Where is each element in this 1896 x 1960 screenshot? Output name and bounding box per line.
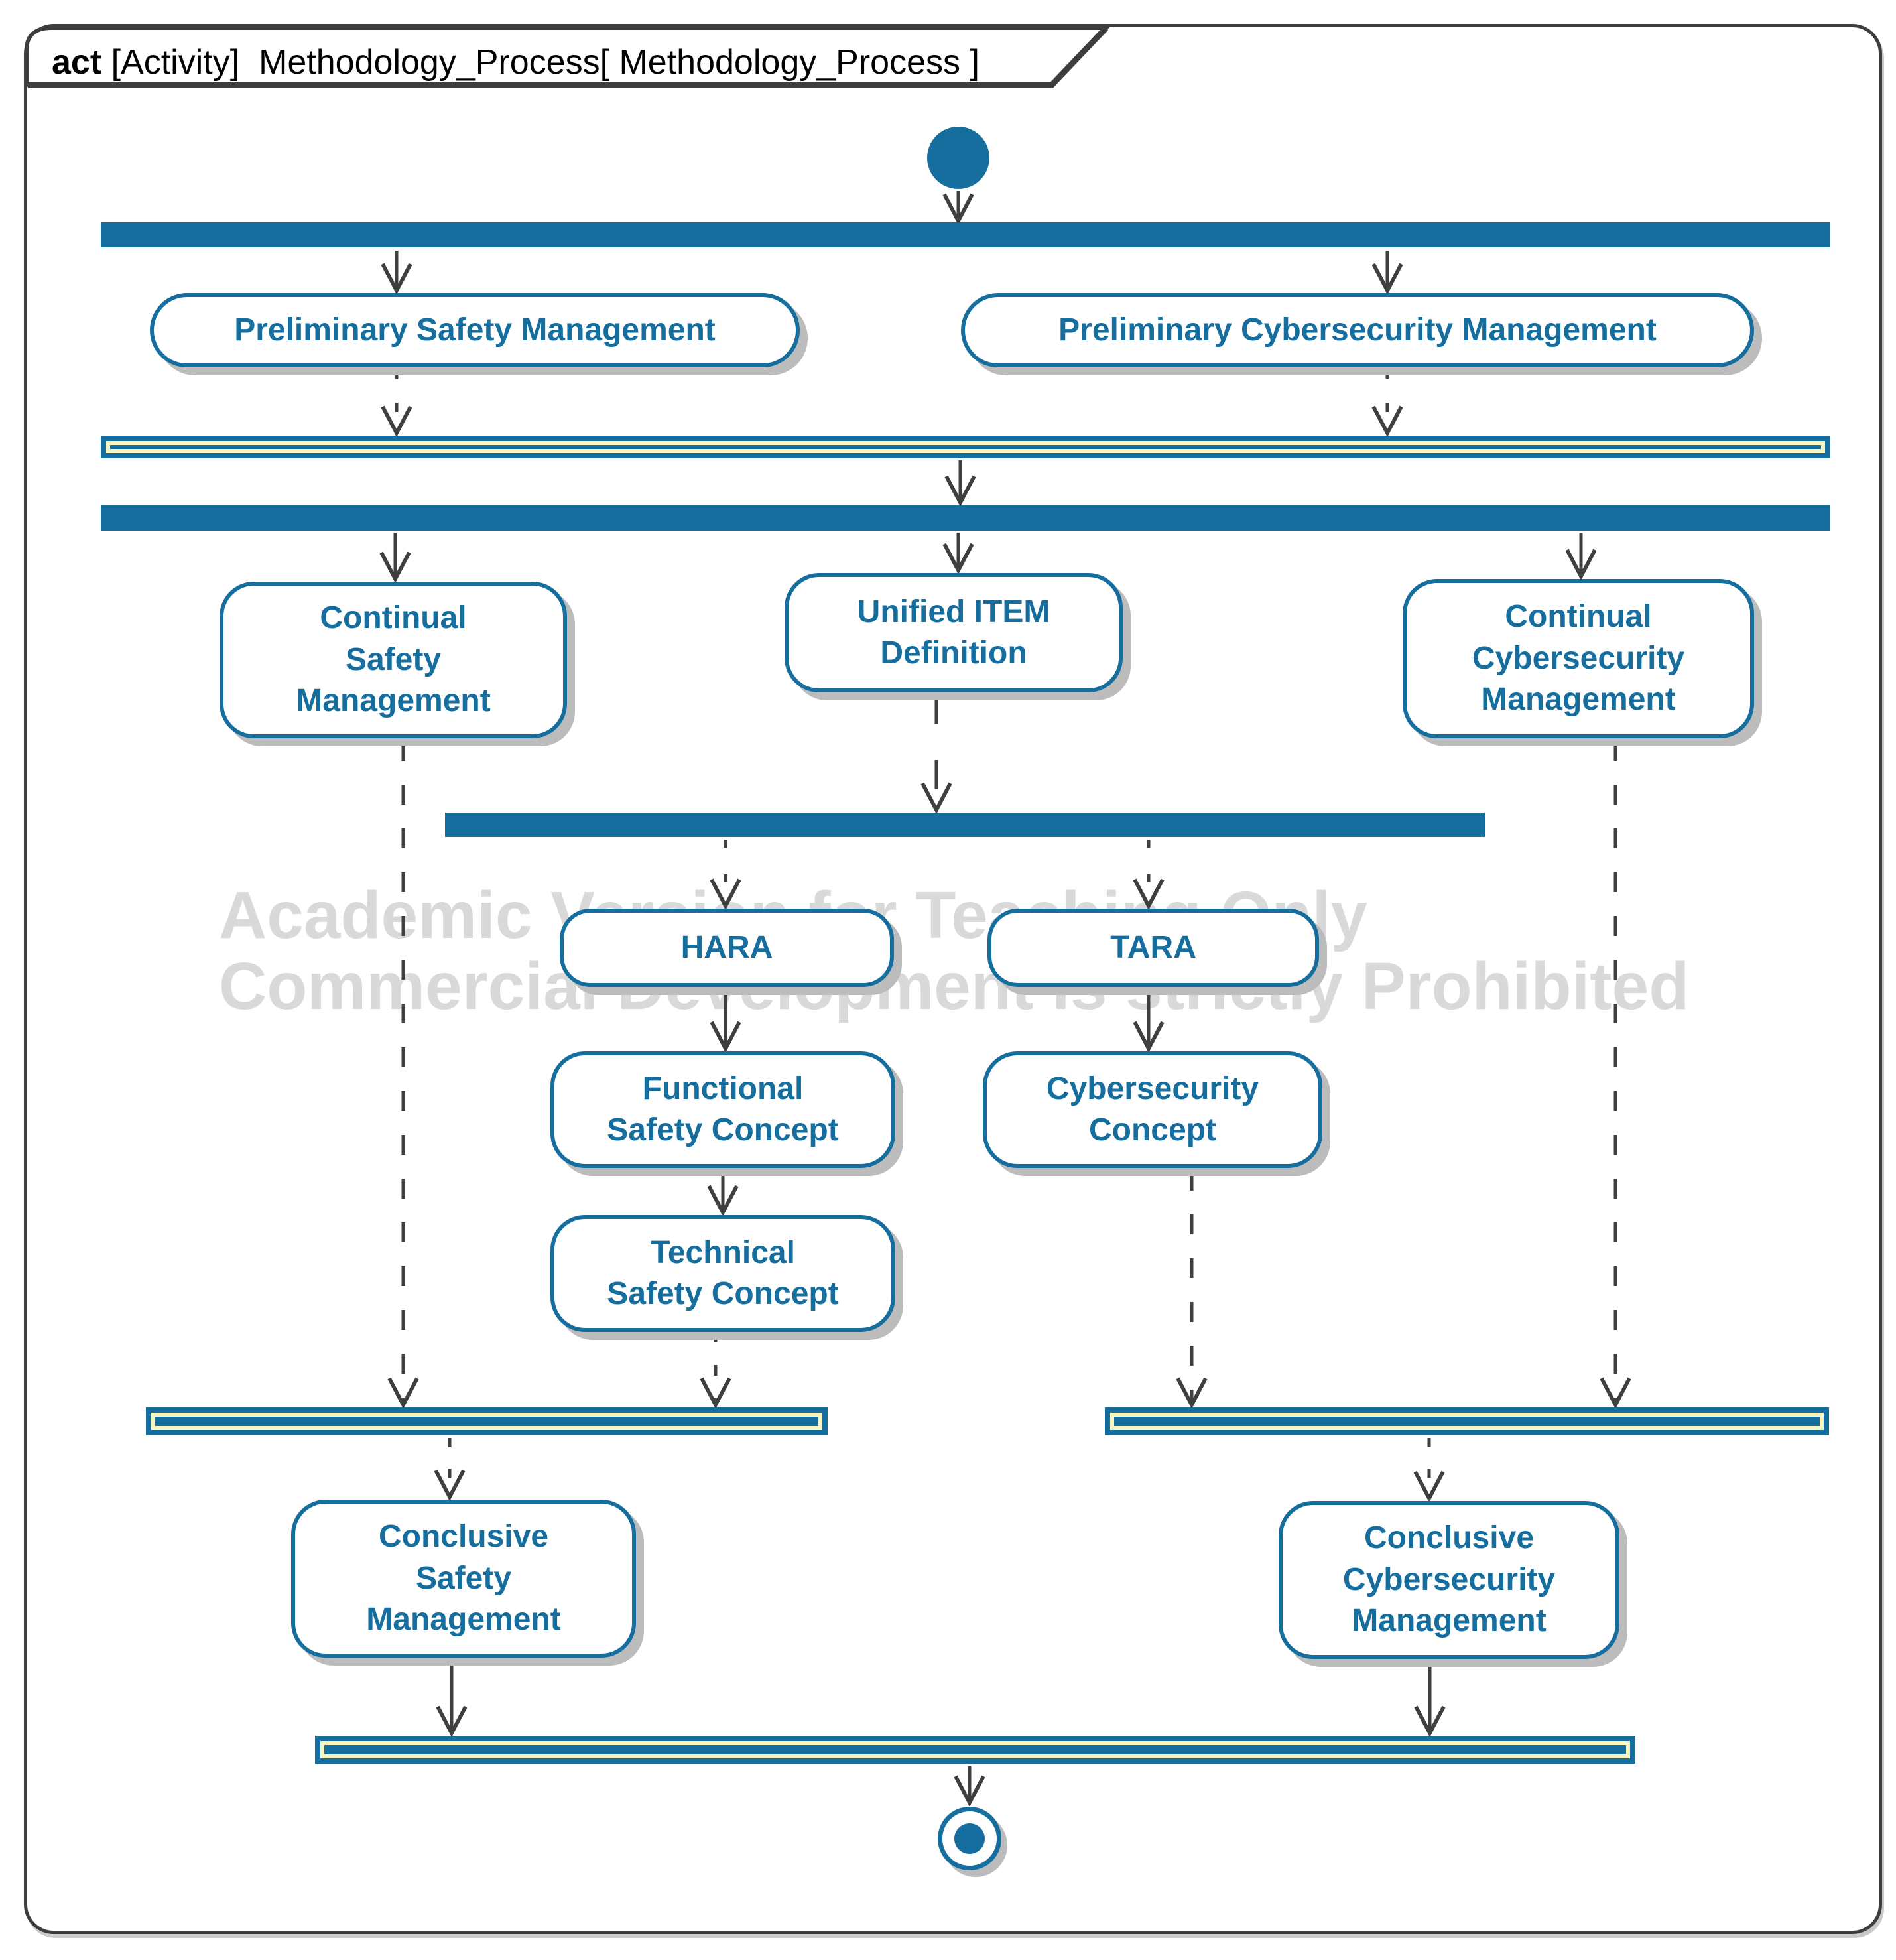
activity-continual-cybersecurity-management: Continual Cybersecurity Management	[1403, 579, 1754, 738]
activity-label: Continual Cybersecurity Management	[1472, 599, 1685, 718]
activity-preliminary-cybersecurity-management: Preliminary Cybersecurity Management	[961, 293, 1754, 367]
activity-label: Conclusive Safety Management	[366, 1519, 561, 1638]
final-node-dot	[954, 1823, 985, 1854]
frame-title-tab	[25, 25, 1111, 88]
fork-bar-top	[101, 222, 1830, 247]
initial-node	[927, 127, 989, 189]
activity-label: Conclusive Cybersecurity Management	[1342, 1520, 1556, 1639]
tab-shadow-edge	[28, 25, 1109, 88]
activity-conclusive-cybersecurity-management: Conclusive Cybersecurity Management	[1279, 1501, 1619, 1659]
frame-title: act [Activity] Methodology_Process[ Meth…	[52, 42, 980, 82]
activity-technical-safety-concept: Technical Safety Concept	[550, 1215, 895, 1332]
activity-label: HARA	[680, 929, 773, 965]
activity-label: Continual Safety Management	[296, 600, 491, 719]
fork-bar-middle	[101, 505, 1830, 531]
activity-functional-safety-concept: Functional Safety Concept	[550, 1051, 895, 1168]
fork-bar-analysis	[445, 813, 1485, 837]
activity-continual-safety-management: Continual Safety Management	[220, 582, 567, 738]
activity-label: Preliminary Safety Management	[234, 312, 716, 348]
activity-preliminary-safety-management: Preliminary Safety Management	[150, 293, 800, 367]
activity-label: TARA	[1110, 929, 1196, 965]
activity-label: Functional Safety Concept	[607, 1071, 839, 1147]
frame-title-keyword: act	[52, 43, 102, 82]
activity-tara: TARA	[987, 909, 1319, 987]
activity-conclusive-safety-management: Conclusive Safety Management	[291, 1500, 636, 1658]
activity-unified-item-definition: Unified ITEM Definition	[785, 573, 1123, 692]
activity-label: Cybersecurity Concept	[1046, 1071, 1259, 1147]
join-bar-bottom	[315, 1736, 1635, 1764]
join-bar-safety	[146, 1407, 828, 1435]
activity-hara: HARA	[560, 909, 894, 987]
join-bar-preliminary	[101, 436, 1830, 458]
activity-final-node	[938, 1807, 1001, 1870]
diagram-frame	[24, 24, 1882, 1934]
activity-label: Unified ITEM Definition	[857, 594, 1050, 671]
tab-outline	[25, 26, 1111, 87]
activity-cybersecurity-concept: Cybersecurity Concept	[983, 1051, 1322, 1168]
frame-title-text: [Activity] Methodology_Process[ Methodol…	[101, 43, 980, 82]
join-bar-cybersecurity	[1105, 1407, 1829, 1435]
activity-label: Preliminary Cybersecurity Management	[1058, 312, 1657, 348]
activity-label: Technical Safety Concept	[607, 1234, 839, 1311]
watermark-line-2: Commercial Development is strictly Prohi…	[219, 949, 1690, 1023]
